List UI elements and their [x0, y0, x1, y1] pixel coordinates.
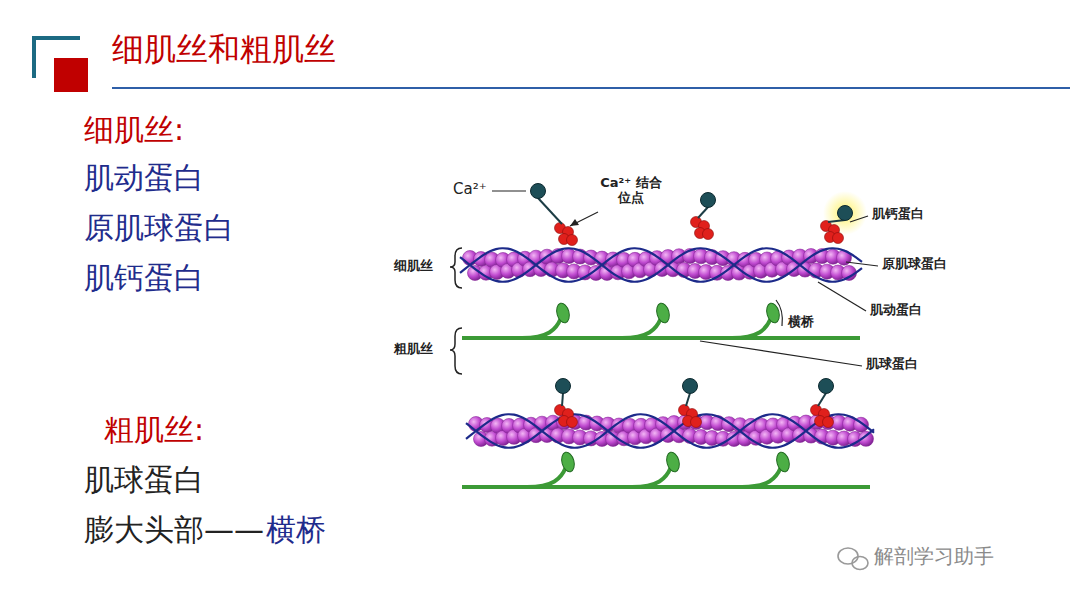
- leader-line: [492, 190, 526, 191]
- tropomyosin-strand: [466, 414, 874, 448]
- bracket: [450, 248, 462, 288]
- troponin-complex: [811, 379, 834, 428]
- section-heading: 细肌丝:: [84, 112, 184, 148]
- part-label: 肌球蛋白: [866, 356, 918, 372]
- calcium-ion: [701, 193, 716, 208]
- calcium-ion: [838, 206, 853, 221]
- part-label: 粗肌丝: [394, 341, 433, 357]
- part-label: 细肌丝: [394, 258, 433, 274]
- myosin-head: [555, 302, 572, 324]
- watermark-icon: [838, 548, 868, 570]
- list-item: 膨大头部——: [84, 512, 264, 548]
- leader-line: [850, 216, 868, 222]
- ion-label: Ca²⁺: [453, 180, 487, 198]
- list-item: 肌钙蛋白: [84, 260, 204, 296]
- calcium-ion: [683, 379, 698, 394]
- calcium-glow: [823, 191, 867, 235]
- troponin-complex: [555, 379, 578, 428]
- leader-line: [570, 212, 598, 226]
- troponin-complex: [821, 206, 853, 244]
- leader-line: [846, 262, 878, 266]
- calcium-ion: [819, 379, 834, 394]
- myosin-head: [560, 451, 577, 473]
- list-item: 原肌球蛋白: [84, 210, 234, 246]
- list-item: 肌球蛋白: [84, 462, 204, 498]
- myosin-head: [655, 302, 672, 324]
- leader-line: [700, 341, 862, 366]
- leader-arrowhead: [570, 219, 579, 226]
- watermark: 解剖学习助手: [874, 544, 994, 568]
- leader-line: [776, 300, 782, 326]
- part-label: 肌动蛋白: [870, 302, 922, 318]
- slide-title: 细肌丝和粗肌丝: [112, 30, 336, 68]
- troponin-complex: [531, 184, 578, 246]
- part-label: 原肌球蛋白: [882, 256, 947, 272]
- part-label: 肌钙蛋白: [872, 206, 924, 222]
- troponin-complex: [679, 379, 702, 428]
- tropomyosin-strand: [460, 248, 862, 282]
- calcium-ion: [556, 379, 571, 394]
- thin-filament: [466, 379, 874, 448]
- list-item: 横桥: [266, 512, 326, 548]
- thick-filament: [462, 451, 870, 487]
- thick-filament: [462, 302, 860, 338]
- part-label: 横桥: [788, 314, 814, 330]
- troponin-complex: [691, 193, 716, 240]
- myosin-head: [775, 451, 792, 473]
- leader-line: [818, 282, 866, 311]
- tropomyosin-strand: [466, 414, 874, 448]
- myosin-head: [665, 451, 682, 473]
- section-heading: 粗肌丝:: [104, 412, 204, 448]
- filament-group: [460, 184, 874, 488]
- header-rule: [112, 87, 1070, 89]
- thin-filament: [460, 184, 862, 282]
- header-square: [54, 58, 88, 92]
- calcium-ion: [531, 184, 546, 199]
- tropomyosin-strand: [460, 248, 862, 282]
- part-label: Ca²⁺ 结合位点: [600, 176, 662, 206]
- bracket: [450, 328, 462, 374]
- list-item: 肌动蛋白: [84, 160, 204, 196]
